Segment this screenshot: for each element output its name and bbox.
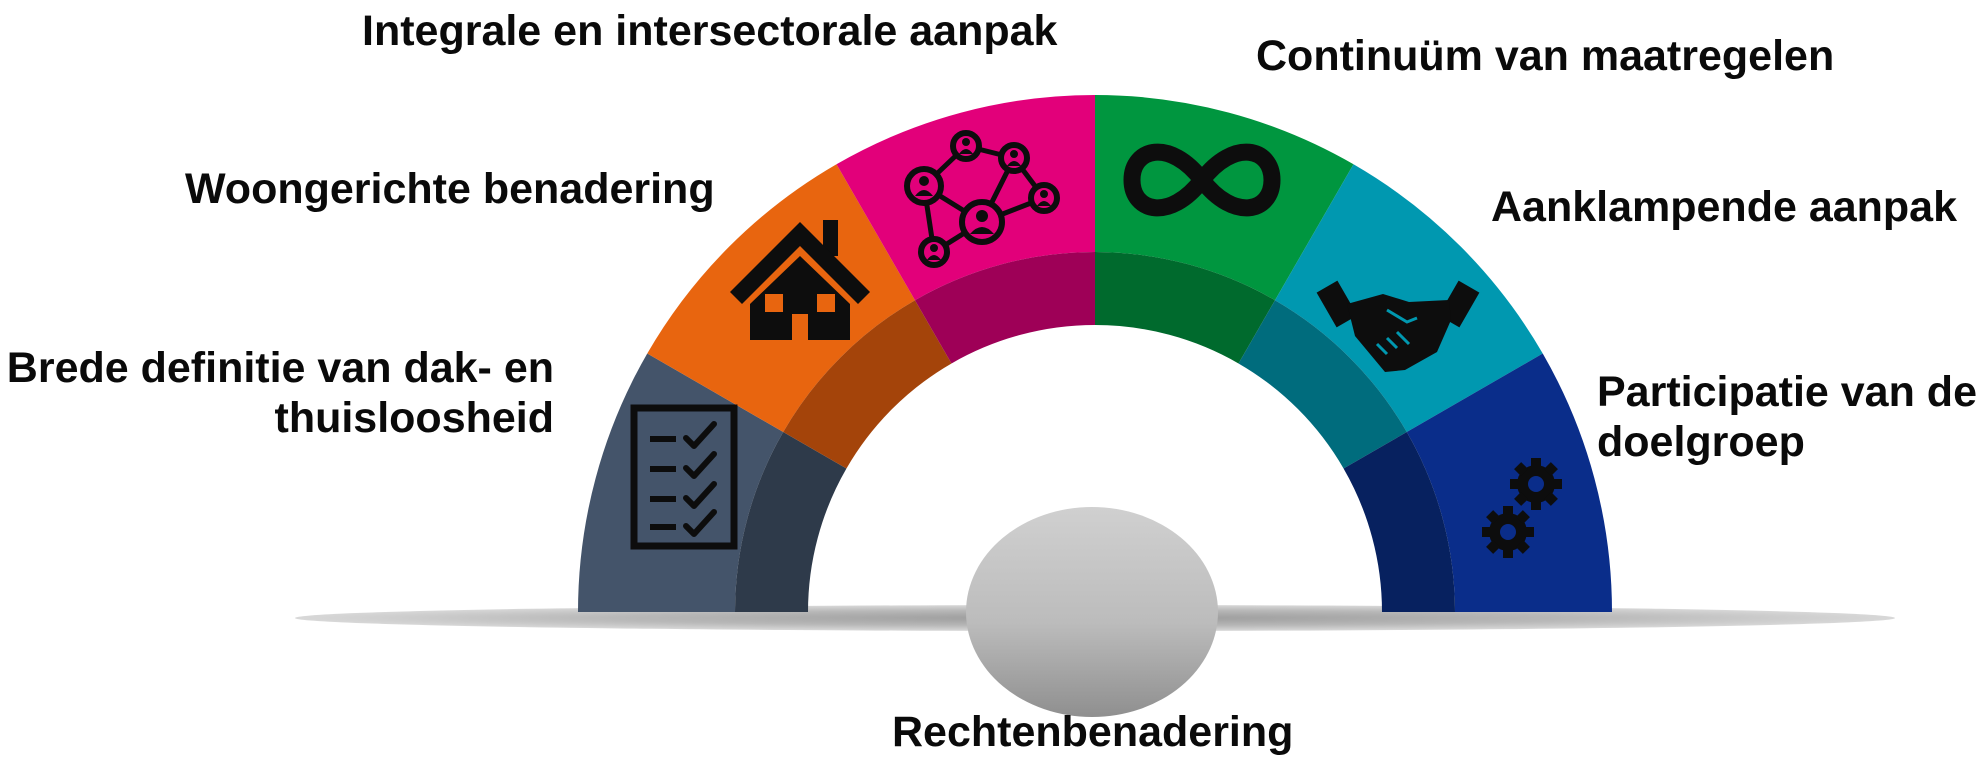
segment-participatie [1406, 353, 1612, 612]
label-center: Rechtenbenadering [892, 708, 1294, 756]
label-brede-definitie: Brede definitie van dak- en thuislooshei… [6, 344, 554, 442]
gears-icon [1482, 458, 1562, 558]
segment-aanklampende [1275, 164, 1543, 432]
segment-inner-brede-definitie [735, 432, 847, 612]
label-integrale: Integrale en intersectorale aanpak [362, 7, 1058, 55]
segment-inner-aanklampende [1238, 300, 1407, 469]
label-aanklampende: Aanklampende aanpak [1491, 183, 1958, 231]
segment-inner-woongerichte [783, 300, 952, 469]
house-icon [730, 220, 870, 340]
label-participatie: Participatie van de doelgroep [1597, 368, 1977, 466]
segment-inner-continuum [1095, 252, 1275, 364]
infinity-icon [1123, 143, 1281, 217]
handshake-icon [1316, 280, 1480, 372]
center-sphere [966, 507, 1218, 717]
segment-integrale [836, 95, 1095, 301]
label-woongerichte: Woongerichte benadering [185, 165, 715, 213]
network-icon [904, 130, 1060, 268]
checklist-icon [630, 404, 738, 550]
label-continuum: Continuüm van maatregelen [1256, 32, 1835, 80]
segment-inner-participatie [1343, 432, 1455, 612]
segment-inner-integrale [915, 252, 1095, 364]
